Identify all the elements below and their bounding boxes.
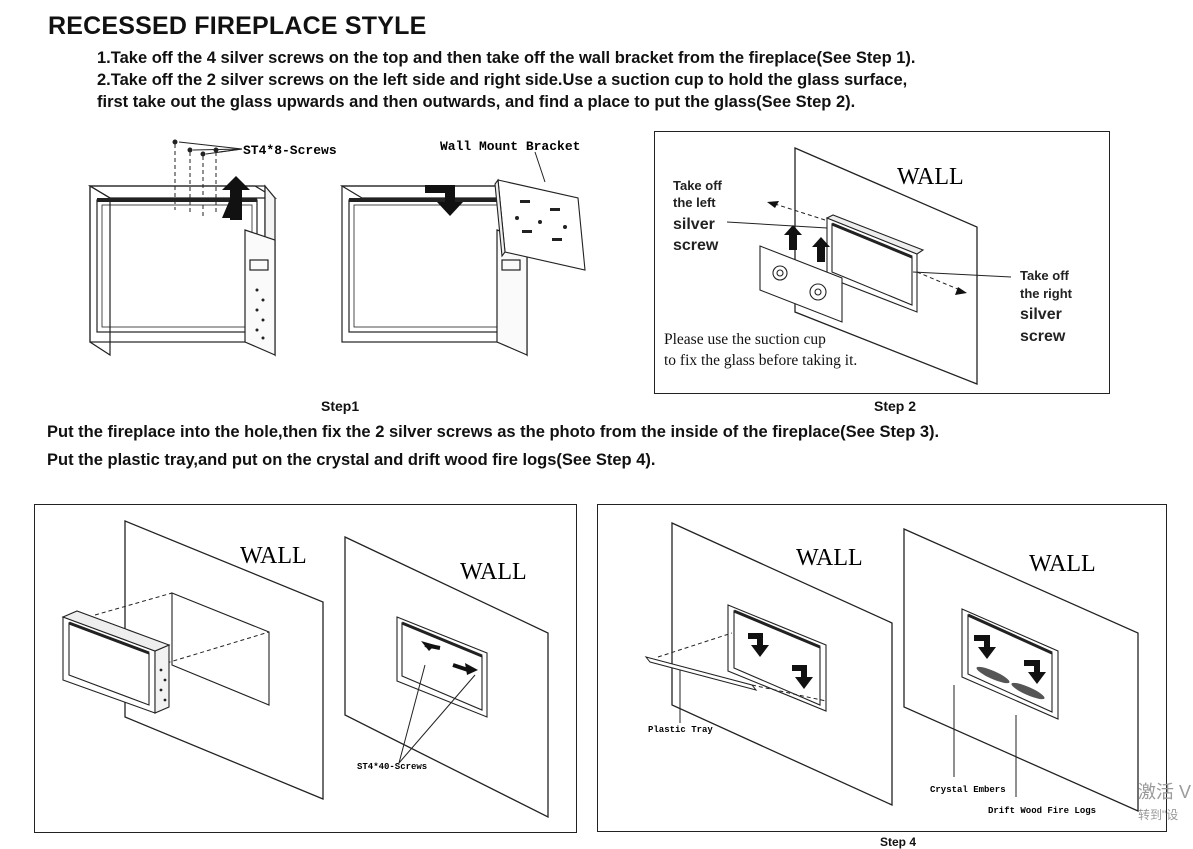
- plastic-tray: [644, 656, 758, 691]
- screws-label: ST4*8-Screws: [243, 143, 337, 158]
- arrow-up-icon: [784, 225, 830, 262]
- page-title: RECESSED FIREPLACE STYLE: [48, 12, 427, 40]
- screws-icon: [172, 139, 243, 218]
- step4-panel: WALL Plastic Tray WALL Crystal Embers Dr…: [597, 504, 1167, 832]
- right-screw-path: [916, 271, 961, 291]
- wall-hole: [171, 592, 270, 706]
- fireplace-a: [87, 184, 278, 357]
- step1-label: Step1: [321, 398, 360, 414]
- bracket-label: Wall Mount Bracket: [440, 139, 580, 154]
- instruction-line-3: first take out the glass upwards and the…: [97, 93, 856, 111]
- embers-label: Crystal Embers: [930, 785, 1006, 795]
- arrow-right-icon: [452, 663, 478, 675]
- tray-label: Plastic Tray: [648, 725, 713, 735]
- logs-label: Drift Wood Fire Logs: [988, 806, 1096, 816]
- wall-b-label: WALL: [460, 559, 527, 585]
- instruction-line-5: Put the plastic tray,and put on the crys…: [47, 451, 656, 469]
- step3-panel: WALL WALL ST4*40-Screws: [34, 504, 577, 833]
- step2-label: Step 2: [874, 398, 917, 414]
- wall-a-label: WALL: [796, 545, 863, 571]
- step2-panel: WALL Take off the left silver screw Take…: [654, 131, 1110, 394]
- step1-illustration: ST4*8-Screws Wall Mount Bracket: [80, 130, 600, 390]
- fireplace-moving: [61, 610, 171, 714]
- curved-arrow-icon: [974, 635, 1046, 684]
- watermark-line-2: 转到"设: [1138, 808, 1179, 822]
- wall-b-label: WALL: [1029, 551, 1096, 577]
- right-screw-arrow-icon: [955, 287, 967, 295]
- instruction-line-1: 1.Take off the 4 silver screws on the to…: [97, 49, 916, 67]
- left-screw-arrow-icon: [767, 201, 779, 208]
- instruction-line-4: Put the fireplace into the hole,then fix…: [47, 423, 940, 441]
- step4-label: Step 4: [880, 835, 917, 849]
- fireplace-installed: [396, 616, 488, 718]
- left-note: Take off the left silver screw: [673, 177, 726, 254]
- right-note: Take off the right silver screw: [1020, 267, 1076, 345]
- left-screw-path: [774, 203, 826, 221]
- curved-arrow-icon: [425, 185, 463, 216]
- watermark-line-1: 激活 V: [1138, 782, 1192, 802]
- wall-bracket: [494, 178, 586, 271]
- wall-a-label: WALL: [240, 543, 307, 569]
- wall-label: WALL: [897, 164, 964, 190]
- glass-panel: [759, 245, 843, 323]
- fire-logs: [976, 666, 1045, 700]
- suction-note: Please use the suction cup to fix the gl…: [664, 331, 857, 369]
- arrow-up-icon: [222, 176, 250, 220]
- screws-label: ST4*40-Screws: [357, 762, 427, 772]
- arrow-left-icon: [421, 641, 441, 651]
- instruction-line-2: 2.Take off the 2 silver screws on the le…: [97, 71, 908, 89]
- curved-arrow-icon: [748, 633, 813, 689]
- fireplace-in-wall: [825, 214, 925, 313]
